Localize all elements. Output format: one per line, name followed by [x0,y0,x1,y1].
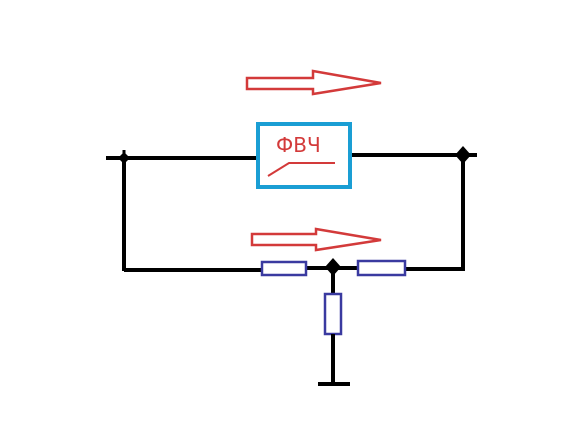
bottom-arrow-icon [250,227,382,252]
center-junction-node [325,258,341,276]
hpf-label: ФВЧ [276,133,321,157]
top-arrow-shape [245,69,382,96]
left-junction-node [118,150,130,176]
hpf-block: ФВЧ [256,122,352,189]
right-junction-node [455,146,471,164]
hpf-response-icon [267,162,335,177]
resistor-r1-icon [260,260,308,277]
top-arrow-icon [245,69,382,96]
bottom-arrow-shape [250,227,382,252]
resistor-r3-icon [323,292,343,336]
resistor-r2-icon [356,259,407,277]
hpf-block-border [256,122,352,189]
